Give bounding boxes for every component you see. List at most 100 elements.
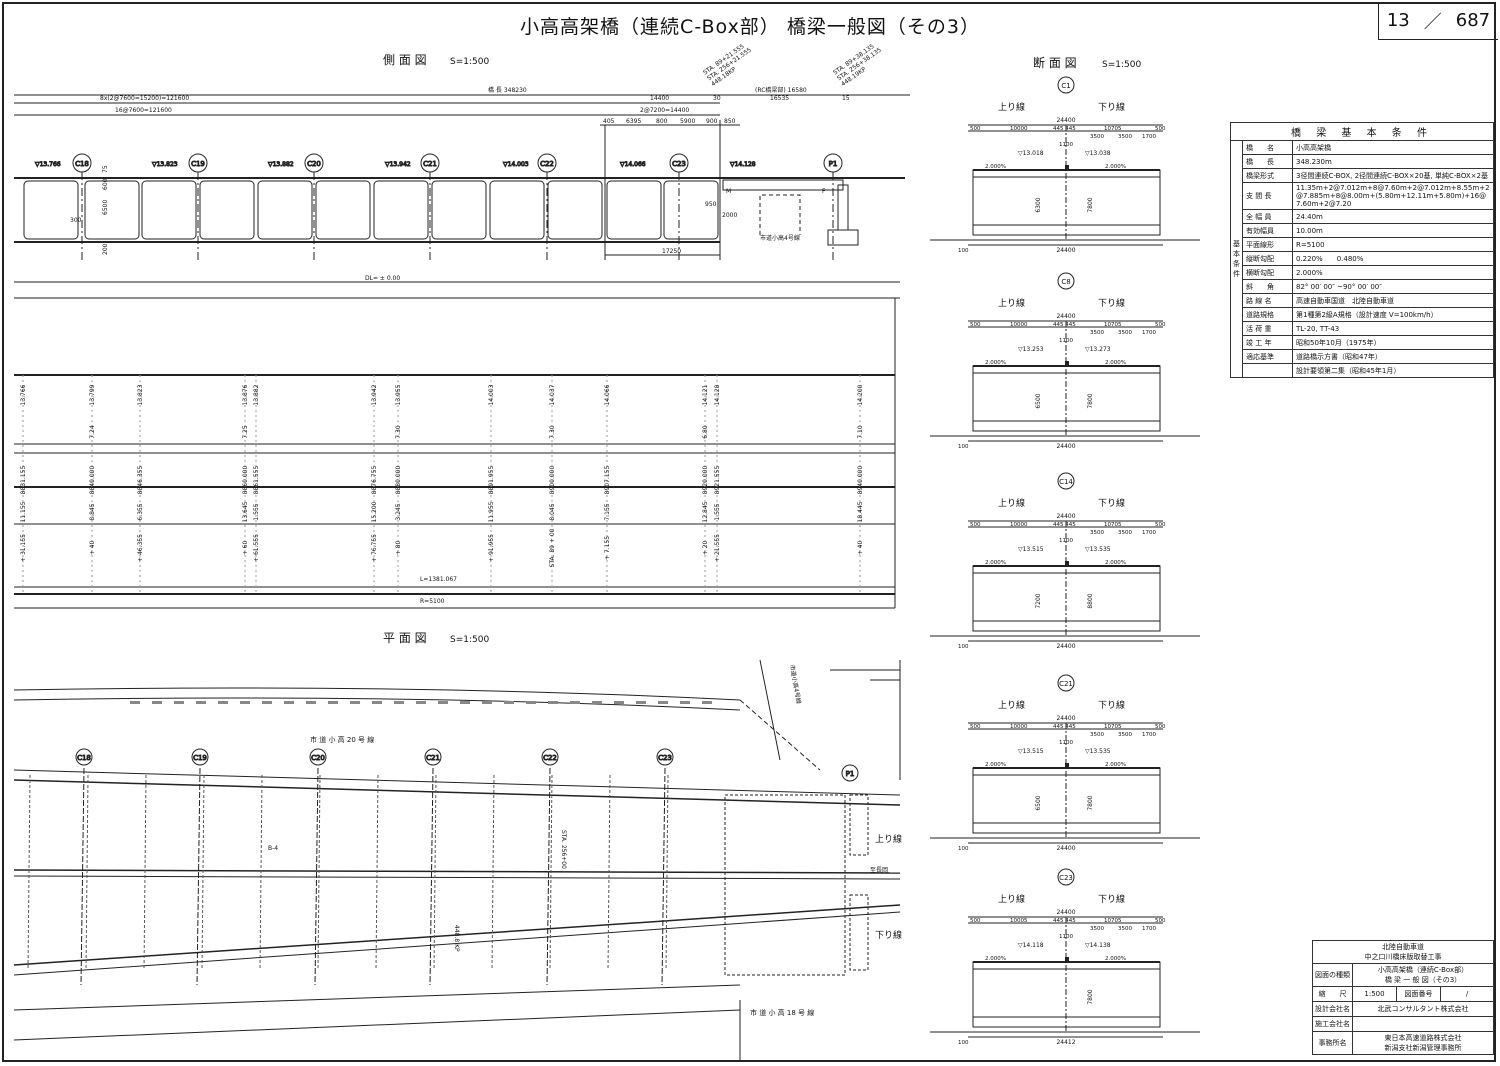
section-top-width: 24400 — [1056, 513, 1075, 520]
pier-label: C18 — [75, 160, 89, 168]
pier-label: C22 — [540, 160, 554, 168]
condition-value: 348.230m — [1292, 154, 1494, 169]
profile-elev-value: 13.766 — [20, 384, 27, 405]
profile-plus-value: STA. 89 + 00 — [549, 528, 556, 567]
section-slope-left: 2.000% — [985, 164, 1006, 170]
box-cell — [141, 180, 197, 240]
profile-elev-value: 14.121 — [702, 384, 709, 405]
dim-200: 200 — [102, 243, 109, 255]
profile-grad-value: 7.30 — [395, 425, 402, 439]
section-elev-left: ▽13.253 — [1018, 346, 1044, 353]
kind-line-2: 橋 梁 一 般 図（その3） — [1384, 976, 1462, 984]
profile-grad-value: 7.30 — [549, 425, 556, 439]
section-height-right: 8800 — [1087, 593, 1094, 608]
section-dim: 1700 — [1142, 330, 1156, 336]
plan-pier-marker — [309, 748, 327, 766]
dim-600: 600 — [102, 178, 109, 190]
section-slope-right: 2.000% — [1105, 762, 1126, 768]
conditions-group-label: 基本条件 — [1230, 140, 1243, 378]
section-dim: 100 — [958, 1040, 969, 1046]
section-dim: 3500 — [1090, 330, 1104, 336]
profile-dist-value: 13.645 — [242, 501, 249, 522]
profile-dist-value: 8.845 — [89, 503, 96, 520]
profile-sta-value: 8860.000 — [242, 466, 249, 495]
section-slope-right: 2.000% — [1105, 560, 1126, 566]
cross-section-heading: 断 面 図 — [1033, 55, 1077, 70]
sheet-current: 13 — [1386, 10, 1410, 31]
profile-dist-value: 1.555 — [253, 503, 260, 520]
section-top-width: 24400 — [1056, 117, 1075, 124]
section-height-left: 6500 — [1035, 393, 1042, 408]
box-cell — [23, 180, 79, 240]
section-dim: 1100 — [1059, 740, 1073, 746]
section-top-width: 24400 — [1056, 909, 1075, 916]
section-label: C21 — [1059, 680, 1073, 688]
profile-elev-value: 14.003 — [488, 384, 495, 405]
section-dim: 500 — [970, 322, 981, 328]
section-dim: 100 — [958, 248, 969, 254]
section-dim: 500 — [1155, 522, 1166, 528]
pier-label: C21 — [423, 160, 437, 168]
profile-dist-value: 7.155 — [604, 503, 611, 520]
kp-label: 448.8 KP — [453, 925, 460, 952]
profile-sta-value: 8900.000 — [549, 466, 556, 495]
section-dim: 10000 — [1010, 322, 1028, 328]
datum-level: DL= ± 0.00 — [365, 275, 400, 282]
section-dim: 500 — [1155, 724, 1166, 730]
condition-key: 道路規格 — [1242, 307, 1293, 322]
section-elev-right: ▽13.273 — [1085, 346, 1111, 353]
plan-pier-marker — [656, 748, 674, 766]
condition-value: 11.35m+2@7.012m+8@7.60m+2@7.012m+8.55m+2… — [1292, 182, 1494, 210]
section-dim: 10000 — [1010, 522, 1028, 528]
section-elev-left: ▽13.515 — [1018, 546, 1044, 553]
section-dim: 10705 — [1104, 522, 1122, 528]
section-slope-left: 2.000% — [985, 762, 1006, 768]
profile-plus-value: + 61.555 — [253, 534, 260, 562]
dim-16535: 16535 — [770, 95, 789, 102]
sheet-separator: ／ — [1423, 11, 1442, 33]
section-dim: 445 445 — [1053, 522, 1076, 528]
condition-key: 横断勾配 — [1242, 265, 1293, 280]
section-bottom-width: 24400 — [1056, 845, 1075, 852]
section-dim: 1100 — [1059, 934, 1073, 940]
profile-dist-value: 1.555 — [714, 503, 721, 520]
dim-bridge-length: 橋 長 348230 — [488, 86, 527, 94]
condition-value: 0.220% 0.480% — [1292, 251, 1494, 266]
condition-value: 3径間連続C-BOX, 2径間連続C-BOX×20基, 単純C-BOX×2基 — [1292, 168, 1494, 183]
condition-key: 橋梁形式 — [1242, 168, 1293, 183]
plan-pier-label: C22 — [543, 754, 557, 762]
profile-dist-value: 15.200 — [371, 501, 378, 522]
down-line-label: 下り線 — [875, 929, 902, 941]
dim-2000: 2000 — [722, 212, 737, 219]
dim-6395: 6395 — [626, 118, 641, 125]
pier-elevation: ▽14.003 — [503, 161, 529, 168]
pier-elevation: ▽13.823 — [152, 161, 178, 168]
profile-plus-value: + 7.155 — [604, 536, 611, 560]
condition-row: 設計要領第二集（昭和45年1月） — [1231, 363, 1494, 378]
section-height-right: 7800 — [1087, 197, 1094, 212]
section-dim: 3500 — [1118, 530, 1132, 536]
section-dim: 445 445 — [1053, 724, 1076, 730]
section-dim: 1100 — [1059, 142, 1073, 148]
section-dim: 3500 — [1090, 530, 1104, 536]
dim-span8: 8x(2@7600=15200)=121600 — [100, 95, 189, 102]
dim-30: 30 — [713, 95, 721, 102]
section-slope-left: 2.000% — [985, 360, 1006, 366]
section-dim: 445 445 — [1053, 126, 1076, 132]
section-dim: 500 — [1155, 126, 1166, 132]
condition-row: 基本条件橋 名小高高架橋 — [1230, 140, 1494, 378]
section-dim: 500 — [1155, 322, 1166, 328]
section-slope-left: 2.000% — [985, 560, 1006, 566]
condition-value: 第1種第2級A規格（設計速度 V=100km/h） — [1292, 307, 1494, 322]
bearing-movable: M — [726, 188, 731, 195]
plan-pier-marker — [424, 748, 442, 766]
builder — [1352, 1016, 1494, 1032]
section-height-left: 7200 — [1035, 593, 1042, 608]
section-up-label: 上り線 — [998, 101, 1025, 113]
road-18-label: 市 道 小 高 18 号 線 — [750, 1008, 814, 1017]
profile-plus-value: + 91.955 — [488, 534, 495, 562]
section-dim: 3500 — [1090, 926, 1104, 932]
